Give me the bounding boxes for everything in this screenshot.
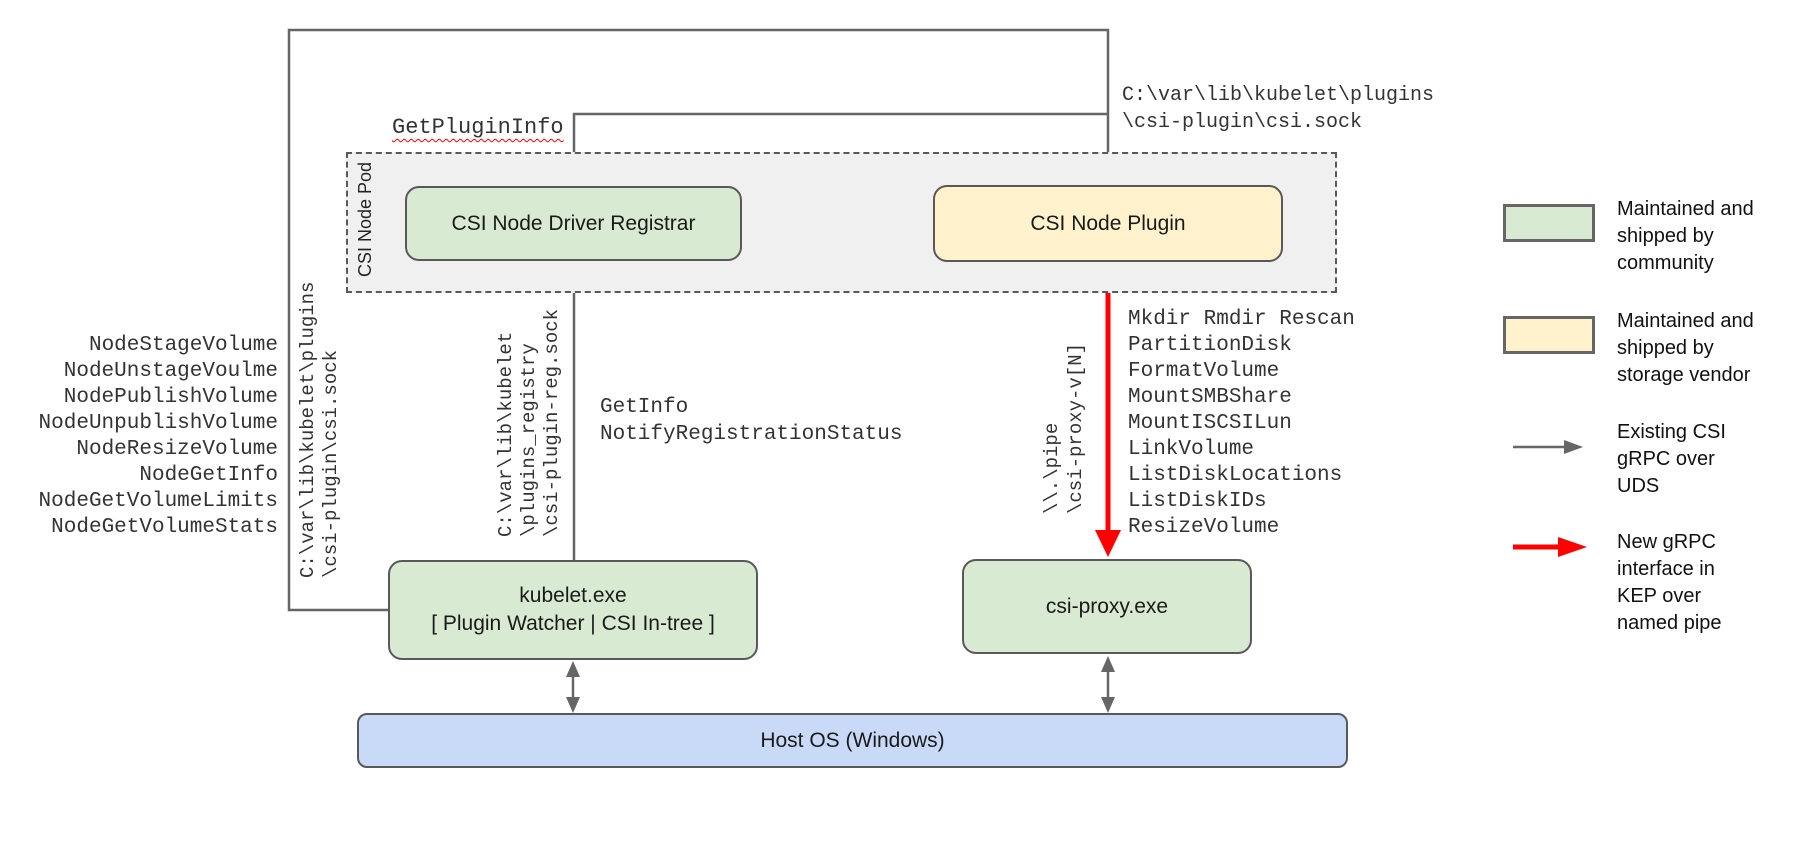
named-pipe-path-rotated-label: \\.\pipe \csi-proxy-v[N] bbox=[1041, 342, 1087, 514]
api-list-line: FormatVolume bbox=[1128, 360, 1280, 383]
legend-community-label: Maintained and shipped by community bbox=[1617, 198, 1754, 274]
api-list-line: Mkdir Rmdir Rescan bbox=[1128, 308, 1355, 331]
csi-sock-path-rotated-label: C:\var\lib\kubelet\plugins \csi-plugin\c… bbox=[297, 281, 342, 578]
csi-node-pod-label: CSI Node Pod bbox=[355, 161, 375, 277]
api-list-line: NodeGetInfo bbox=[139, 464, 278, 487]
api-list-line: NodeStageVolume bbox=[88, 334, 278, 357]
proxy-arrowhead bbox=[1095, 530, 1121, 557]
proxy-hostos-arrowhead-up bbox=[1101, 656, 1115, 672]
getplugininfo-label: GetPluginInfo bbox=[392, 115, 564, 140]
kubelet-box: kubelet.exe [ Plugin Watcher | CSI In-tr… bbox=[388, 560, 758, 660]
api-list-line: MountISCSILun bbox=[1128, 412, 1292, 435]
api-list-line: PartitionDisk bbox=[1128, 334, 1292, 357]
legend-community-swatch bbox=[1503, 204, 1595, 242]
legend-pipe-label: New gRPC interface in KEP over named pip… bbox=[1617, 531, 1722, 634]
api-list-line: ListDiskIDs bbox=[1128, 490, 1267, 513]
api-list-line: ListDiskLocations bbox=[1128, 464, 1343, 487]
registration-sock-path-rotated-label: C:\var\lib\kubelet \plugins_registry \cs… bbox=[495, 308, 563, 537]
kubelet-hostos-arrowhead-up bbox=[566, 661, 580, 677]
api-list-line: NodePublishVolume bbox=[63, 386, 278, 409]
legend-pipe-arrowhead bbox=[1558, 537, 1587, 557]
kubelet-hostos-arrowhead-down bbox=[566, 697, 580, 713]
legend-vendor-swatch bbox=[1503, 316, 1595, 354]
host-os-box: Host OS (Windows) bbox=[357, 713, 1348, 768]
api-list-line: MountSMBShare bbox=[1128, 386, 1292, 409]
legend-uds-arrowhead bbox=[1564, 440, 1583, 454]
csi-node-driver-registrar-box: CSI Node Driver Registrar bbox=[405, 186, 742, 261]
registration-calls-label: GetInfo NotifyRegistrationStatus bbox=[600, 396, 903, 446]
api-list-line: NodeGetVolumeLimits bbox=[38, 490, 278, 513]
api-list-line: NodeGetVolumeStats bbox=[51, 516, 278, 539]
proxy-hostos-arrowhead-down bbox=[1101, 697, 1115, 713]
api-list-line: NodeResizeVolume bbox=[76, 438, 278, 461]
api-list-line: LinkVolume bbox=[1128, 438, 1255, 461]
csi-sock-path-label: C:\var\lib\kubelet\plugins \csi-plugin\c… bbox=[1122, 84, 1435, 134]
legend-uds-label: Existing CSI gRPC over UDS bbox=[1617, 421, 1726, 497]
csi-node-plugin-box: CSI Node Plugin bbox=[933, 185, 1283, 262]
legend-vendor-label: Maintained and shipped by storage vendor bbox=[1617, 310, 1754, 386]
kubelet-to-plugin-connector bbox=[287, 28, 1110, 612]
api-list-line: NodeUnstageVoulme bbox=[63, 360, 278, 383]
api-list-line: ResizeVolume bbox=[1128, 516, 1280, 539]
csi-proxy-box: csi-proxy.exe bbox=[962, 559, 1252, 654]
api-list-line: NodeUnpublishVolume bbox=[38, 412, 278, 435]
